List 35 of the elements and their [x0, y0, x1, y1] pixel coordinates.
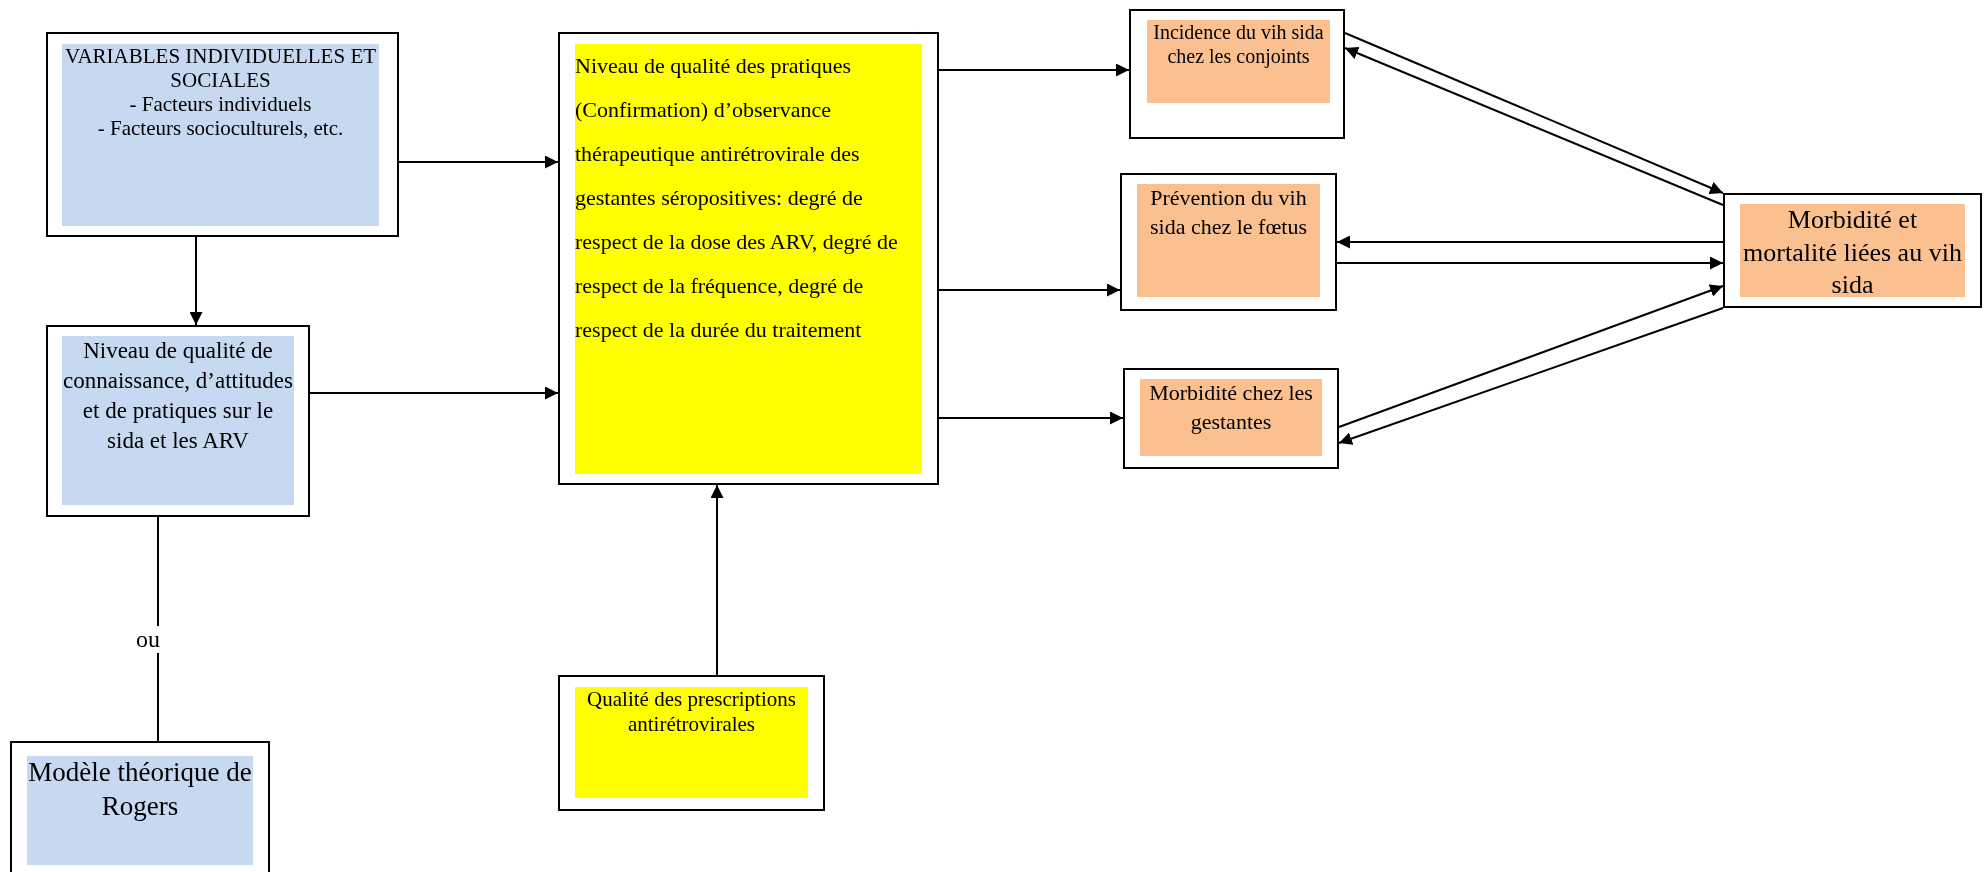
- box-heading: Morbidité chez les gestantes: [1148, 379, 1314, 436]
- arrow: [398, 155, 559, 169]
- process-box: [558, 675, 825, 811]
- list-item: - Facteurs individuels: [128, 92, 313, 117]
- box-heading: Incidence du vih sida chez les conjoints: [1152, 20, 1325, 68]
- process-box: [1723, 193, 1982, 308]
- arrow: [1336, 256, 1724, 270]
- list-item: - Facteurs socioculturels, etc.: [96, 116, 345, 141]
- process-box: [558, 32, 939, 485]
- box-heading: Morbidité et mortalité liées au vih sida: [1742, 204, 1963, 301]
- process-box: [10, 741, 270, 872]
- box-heading: VARIABLES INDIVIDUELLES ET SOCIALES: [63, 44, 378, 93]
- arrow: [1338, 307, 1724, 445]
- process-box: [1129, 9, 1345, 139]
- process-box: [46, 32, 399, 237]
- process-box: [1120, 173, 1337, 311]
- arrow: [1336, 235, 1724, 249]
- box-heading: Niveau de qualité des pratiques (Confirmation) d’observance thérapeutique antirétrovirale des gestantes séropositives: degré de respect de la dose des ARV, degré de respect de la fréquence, degré de respect de la durée du traitement: [575, 52, 899, 344]
- arrow: [189, 236, 203, 326]
- box-heading: Modèle théorique de Rogers: [27, 756, 253, 823]
- arrow: [710, 484, 724, 676]
- arrow: [1338, 284, 1724, 428]
- connector-line: [157, 516, 159, 742]
- arrow: [938, 283, 1121, 297]
- edge-label: ou: [133, 625, 163, 653]
- arrow: [938, 63, 1130, 77]
- arrow: [309, 386, 559, 400]
- process-box: [1123, 368, 1339, 469]
- arrow: [1344, 47, 1724, 206]
- process-box: [46, 325, 310, 517]
- box-heading: Qualité des prescriptions antirétrovirales: [586, 687, 797, 738]
- arrow: [938, 411, 1124, 425]
- box-heading: Niveau de qualité de connaissance, d’attitudes et de pratiques sur le sida et les ARV: [62, 337, 294, 455]
- arrow: [1344, 32, 1724, 194]
- box-heading: Prévention du vih sida chez le fœtus: [1149, 184, 1308, 241]
